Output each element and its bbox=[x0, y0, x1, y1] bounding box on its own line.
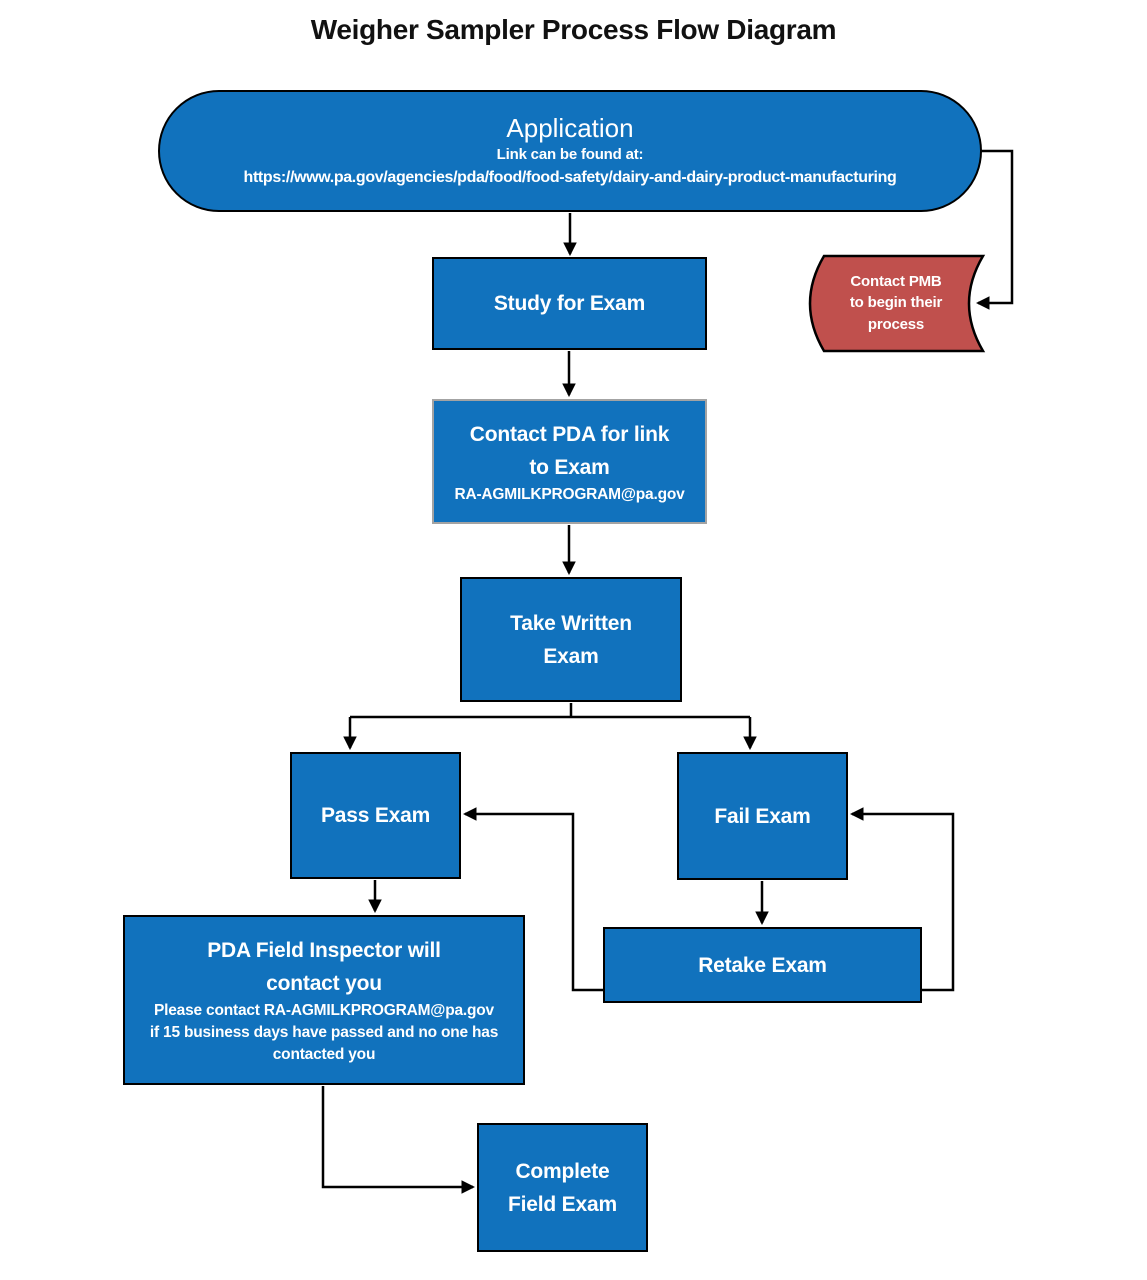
connector-retake-to-pass bbox=[462, 807, 603, 992]
application-link-text: https://www.pa.gov/agencies/pda/food/foo… bbox=[243, 169, 897, 186]
application-title: Application bbox=[506, 113, 634, 143]
contact-pda-title-line: to Exam bbox=[529, 455, 610, 479]
fail-exam-label: Fail Exam bbox=[714, 804, 811, 828]
inspector-note-line: contacted you bbox=[272, 1046, 376, 1063]
complete-field-exam-line: Field Exam bbox=[508, 1192, 617, 1216]
connector-application-to-contact-pmb bbox=[975, 149, 1014, 310]
node-contact-pmb-shape bbox=[808, 254, 986, 353]
contact-pda-email: RA-AGMILKPROGRAM@pa.gov bbox=[454, 485, 685, 503]
retake-exam-label: Retake Exam bbox=[698, 953, 827, 977]
node-contact-pda: Contact PDA for link to Exam RA-AGMILKPR… bbox=[432, 399, 707, 524]
inspector-title-line: contact you bbox=[266, 972, 382, 995]
pass-exam-label: Pass Exam bbox=[320, 804, 431, 827]
contact-pda-title-line: Contact PDA for link bbox=[469, 422, 670, 446]
node-study-for-exam: Study for Exam bbox=[432, 257, 707, 350]
take-written-exam-line: Take Written bbox=[510, 611, 632, 635]
inspector-title-line: PDA Field Inspector will bbox=[207, 939, 441, 962]
node-fail-exam: Fail Exam bbox=[677, 752, 848, 880]
take-written-exam-line: Exam bbox=[543, 644, 599, 668]
complete-field-exam-line: Complete bbox=[515, 1159, 610, 1183]
contact-pmb-line: process bbox=[867, 315, 925, 333]
node-application: Application Link can be found at: https:… bbox=[158, 90, 982, 212]
inspector-note-line: Please contact RA-AGMILKPROGRAM@pa.gov bbox=[154, 1002, 494, 1019]
node-take-written-exam: Take Written Exam bbox=[460, 577, 682, 702]
node-complete-field-exam: Complete Field Exam bbox=[477, 1123, 648, 1252]
study-for-exam-label: Study for Exam bbox=[493, 292, 646, 315]
contact-pmb-line: to begin their bbox=[849, 294, 943, 312]
node-contact-pmb: Contact PMB to begin their process bbox=[821, 266, 971, 340]
node-pass-exam: Pass Exam bbox=[290, 752, 461, 879]
node-pda-field-inspector: PDA Field Inspector will contact you Ple… bbox=[123, 915, 525, 1085]
contact-pmb-line: Contact PMB bbox=[850, 272, 942, 290]
node-retake-exam: Retake Exam bbox=[603, 927, 922, 1003]
connector-retake-to-fail bbox=[849, 807, 955, 992]
inspector-note-line: if 15 business days have passed and no o… bbox=[149, 1024, 499, 1041]
diagram-title: Weigher Sampler Process Flow Diagram bbox=[310, 14, 837, 45]
application-subtitle: Link can be found at: bbox=[496, 146, 644, 163]
connector-inspector-to-field-exam bbox=[321, 1086, 476, 1194]
